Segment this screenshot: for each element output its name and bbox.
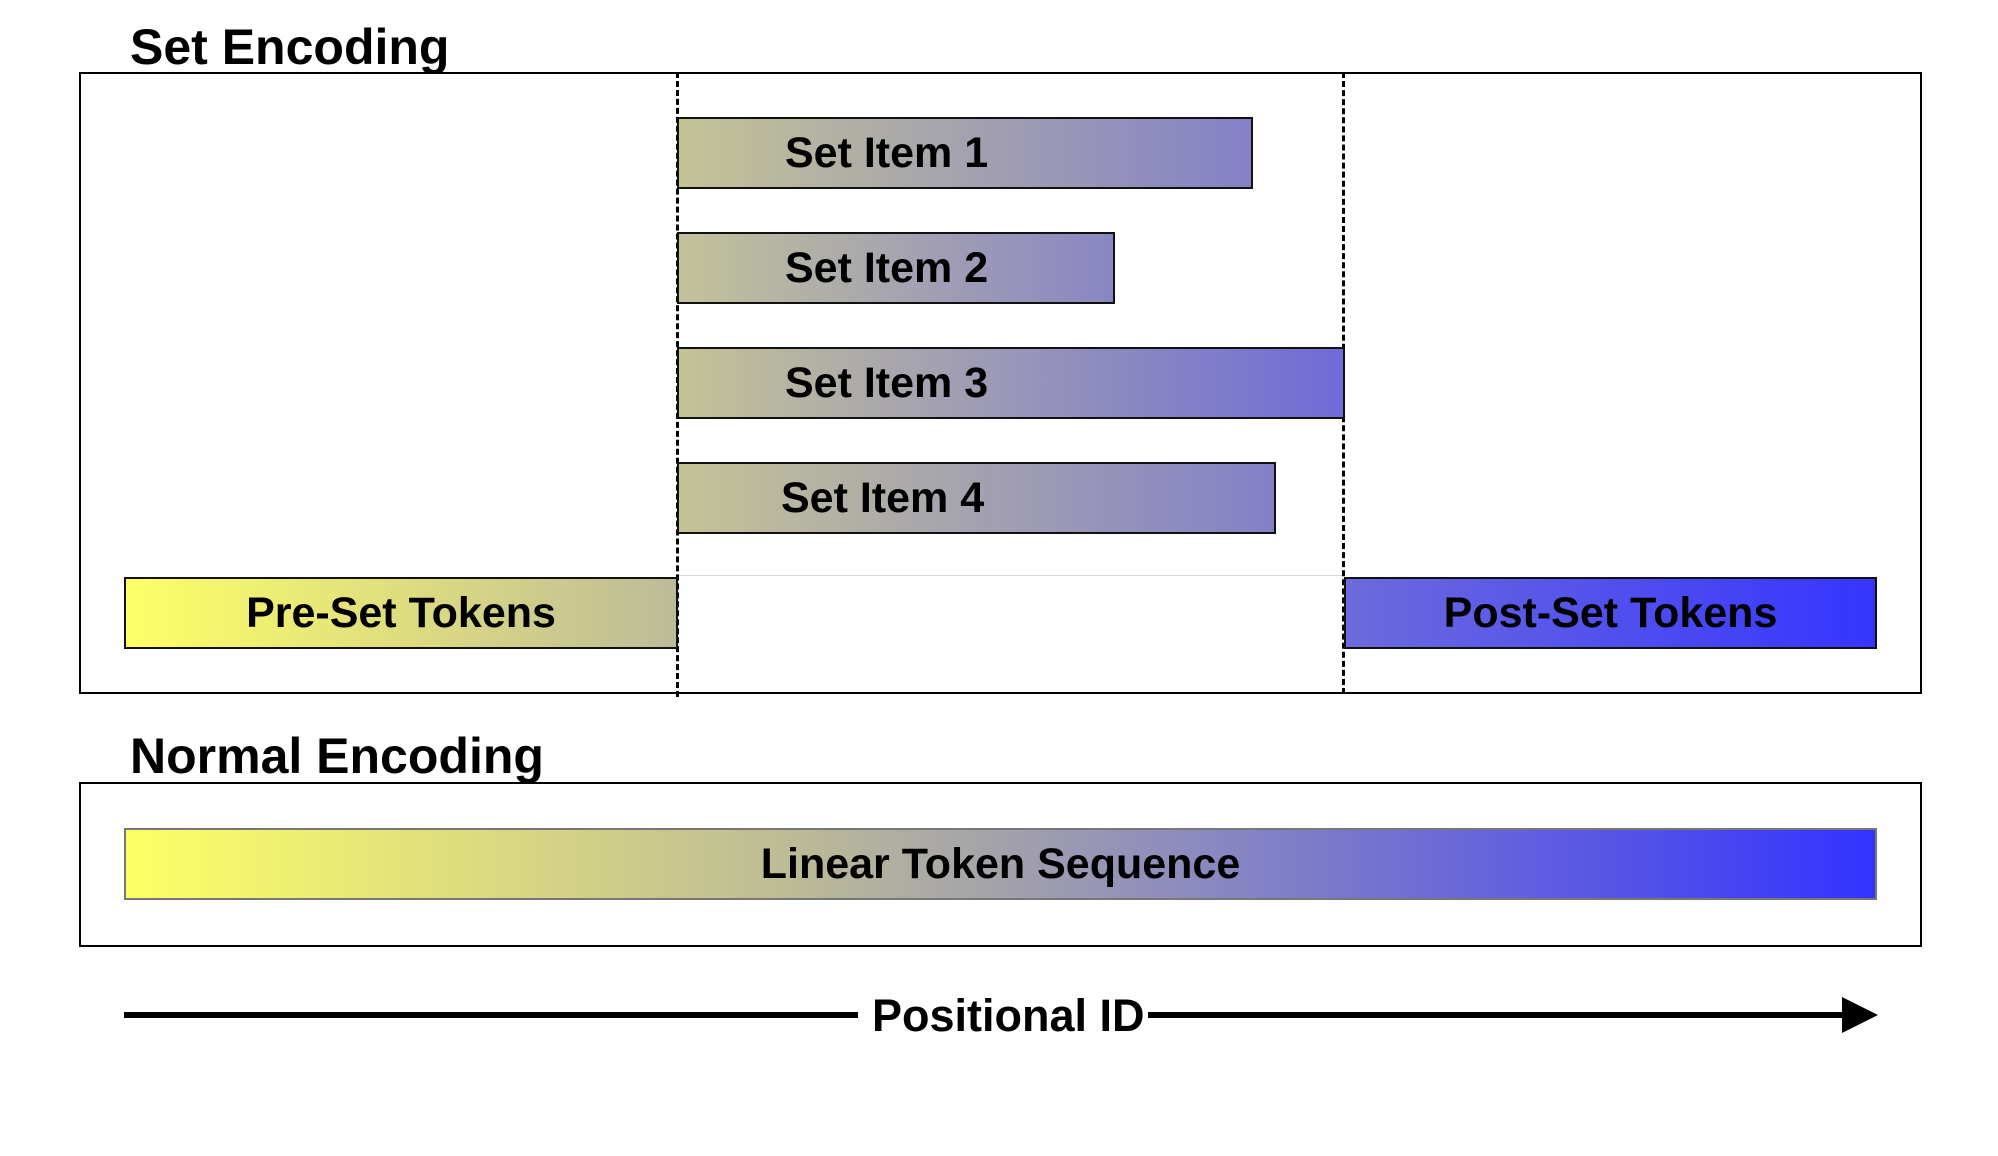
positional-id-label: Positional ID <box>872 990 1145 1041</box>
set-item-2-bar: Set Item 2 <box>677 232 1115 304</box>
set-item-3-bar: Set Item 3 <box>677 347 1345 419</box>
linear-token-sequence-bar: Linear Token Sequence <box>124 828 1877 900</box>
set-item-4-bar: Set Item 4 <box>677 462 1276 534</box>
set-item-2-label: Set Item 2 <box>785 243 989 292</box>
set-item-1-bar: Set Item 1 <box>677 117 1253 189</box>
set-item-4-label: Set Item 4 <box>781 473 985 522</box>
positional-axis-line-left <box>124 1012 858 1018</box>
set-item-1-label: Set Item 1 <box>785 128 989 177</box>
arrow-head-icon <box>1842 997 1878 1033</box>
post-set-tokens-bar: Post-Set Tokens <box>1344 577 1877 649</box>
post-set-tokens-label: Post-Set Tokens <box>1443 588 1778 637</box>
pre-set-tokens-bar: Pre-Set Tokens <box>124 577 678 649</box>
pre-set-tokens-label: Pre-Set Tokens <box>246 588 556 637</box>
baseline-divider <box>677 575 1343 576</box>
linear-token-sequence-label: Linear Token Sequence <box>760 839 1241 888</box>
positional-axis-line-right <box>1148 1012 1860 1018</box>
normal-encoding-title: Normal Encoding <box>130 728 544 784</box>
set-item-3-label: Set Item 3 <box>785 358 989 407</box>
set-encoding-title: Set Encoding <box>130 19 450 75</box>
